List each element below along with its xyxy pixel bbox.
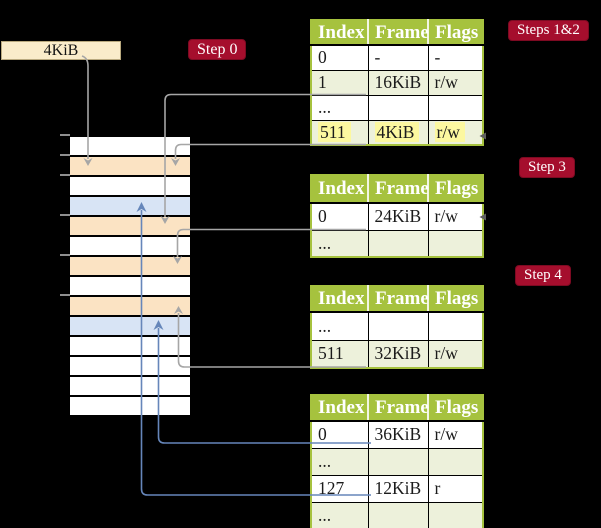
memory-row-peach	[70, 256, 190, 275]
table-cell	[427, 312, 483, 340]
table-cell	[367, 94, 428, 120]
table-cell: 4KiB	[367, 119, 428, 145]
memory-row-white	[70, 336, 190, 355]
memory-row-white	[70, 396, 190, 415]
table-cell: ...	[311, 447, 368, 475]
step-0-badge: Step 0	[188, 39, 247, 60]
column-header: Frame	[367, 175, 429, 204]
table-cell: 16KiB	[367, 69, 428, 95]
table-cell: 0	[311, 45, 368, 70]
memory-row-peach	[70, 296, 190, 315]
column-header: Flags	[427, 175, 483, 204]
table-cell: ...	[311, 501, 368, 528]
table-cell: 511	[311, 339, 368, 368]
memory-row-white	[70, 356, 190, 375]
memory-row-white	[70, 176, 190, 195]
table-cell	[427, 229, 483, 257]
table-cell: 32KiB	[367, 339, 428, 368]
column-header: Flags	[427, 395, 483, 422]
address-tick	[60, 134, 70, 136]
column-header: Frame	[367, 395, 429, 422]
table-cell	[367, 312, 428, 340]
highlighted-value: r/w	[434, 121, 465, 142]
table-cell: r/w	[427, 203, 483, 230]
memory-row-white	[70, 136, 190, 155]
table-row: 0--	[311, 45, 483, 70]
table-cell: r/w	[427, 421, 483, 448]
table-cell: 0	[311, 421, 368, 448]
memory-row-blue	[70, 316, 190, 335]
highlighted-value: 4KiB	[374, 121, 420, 142]
column-header: Flags	[427, 286, 483, 313]
memory-row-white	[70, 236, 190, 255]
table-cell: r/w	[427, 339, 483, 368]
table-row: ...	[311, 501, 483, 528]
address-tick	[60, 154, 70, 156]
table-cell: -	[427, 45, 483, 70]
table-cell	[427, 501, 483, 528]
column-header: Frame	[367, 20, 429, 46]
step-3-badge: Step 3	[519, 157, 575, 178]
table-row: ...	[311, 94, 483, 120]
highlighted-value: 511	[318, 121, 351, 142]
table-cell: 24KiB	[367, 203, 428, 230]
column-header: Index	[311, 395, 368, 422]
address-tick	[60, 294, 70, 296]
table-row: 511 4KiB r/w	[311, 119, 483, 145]
memory-row-white	[70, 376, 190, 395]
column-header: Index	[311, 286, 368, 313]
steps-1-2-badge: Steps 1&2	[508, 20, 589, 41]
memory-row-white	[70, 276, 190, 295]
column-header: Frame	[367, 286, 429, 313]
address-tick	[60, 214, 70, 216]
table-cell	[427, 94, 483, 120]
table-row: ...	[311, 447, 483, 475]
memory-row-peach	[70, 216, 190, 235]
table-cell: r/w	[427, 119, 483, 145]
address-tick	[60, 254, 70, 256]
table-cell: 511	[311, 119, 368, 145]
table-cell: ...	[311, 312, 368, 340]
table-cell: r/w	[427, 69, 483, 95]
table-cell: 12KiB	[367, 474, 428, 502]
table-cell: 127	[311, 474, 368, 502]
table-cell: -	[367, 45, 428, 70]
table-cell: ...	[311, 229, 368, 257]
table-cell	[427, 447, 483, 475]
table-cell: 1	[311, 69, 368, 95]
memory-row-blue	[70, 196, 190, 215]
frame-size-label: 4KiB	[1, 41, 121, 60]
table-cell: ...	[311, 94, 368, 120]
address-tick	[60, 174, 70, 176]
memory-stack	[70, 135, 190, 416]
column-header: Index	[311, 175, 368, 204]
memory-row-peach	[70, 156, 190, 175]
table-row: ...	[311, 229, 483, 257]
table-cell	[367, 501, 428, 528]
table-row: ...	[311, 312, 483, 340]
table-cell	[367, 447, 428, 475]
step-4-badge: Step 4	[515, 265, 571, 286]
table-cell: 0	[311, 203, 368, 230]
arrow-pte511-4kib-to-frame	[174, 143, 366, 159]
table-cell: r	[427, 474, 483, 502]
table-cell: 36KiB	[367, 421, 428, 448]
column-header: Index	[311, 20, 368, 46]
table-cell	[367, 229, 428, 257]
column-header: Flags	[427, 20, 483, 46]
